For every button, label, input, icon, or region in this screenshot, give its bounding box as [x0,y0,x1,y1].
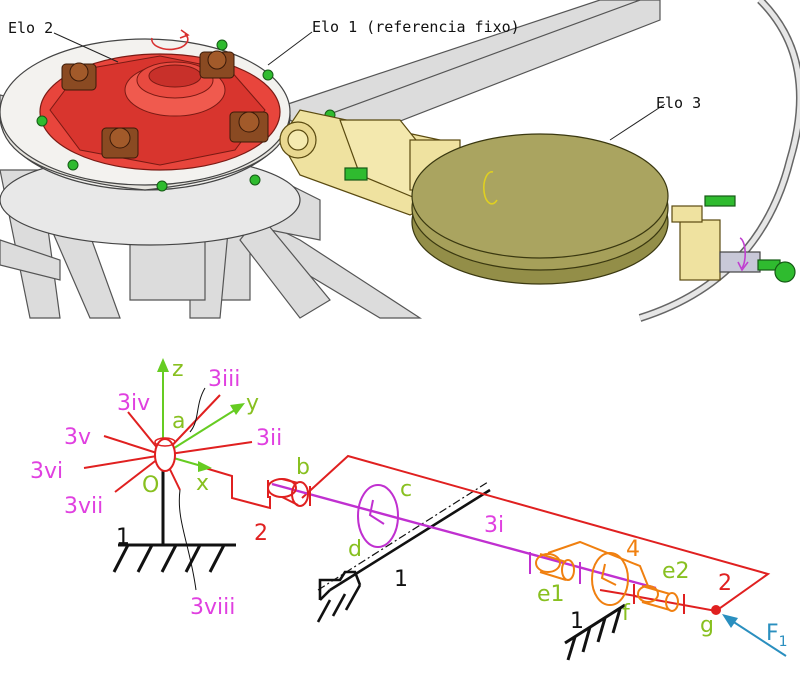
link-3-shaft [271,482,657,590]
link-2-left-label: 2 [254,521,268,546]
ray-3iii-label: 3iii [208,367,240,392]
joint-c-label: c [400,477,412,502]
ground-1-middle-label: 1 [394,567,408,592]
ray-3vii-label: 3vii [64,494,103,519]
label-elo2: Elo 2 [8,19,53,37]
joint-c [357,484,399,548]
axis-x-label: x [196,471,209,496]
ground-middle-centerline [317,481,489,591]
label-elo1: Elo 1 (referencia fixo) [312,18,520,36]
link-2 [204,454,771,613]
ray-3vi-label: 3vi [30,459,63,484]
ground-1-left-label: 1 [116,525,130,550]
sensor-rays [83,394,253,493]
force-f1-arrow [722,614,787,657]
leader-3iii [189,387,206,433]
joint-a-label: a [172,409,185,434]
force-f1-subscript: 1 [779,634,788,650]
ray-3iv-label: 3iv [117,391,150,416]
joint-b [267,478,311,507]
ground-middle [316,488,491,623]
mechanism-rendering: Elo 2 Elo 1 (referencia fixo) Elo 3 [0,0,800,322]
joint-e1 [529,552,581,584]
origin-label: O [142,473,159,498]
label-leaders [53,31,666,141]
leader-3viii [178,489,197,591]
joint-f-label: f [622,601,631,626]
force-f1-label: F1 [766,621,788,650]
ground-right [564,603,626,661]
label-elo3: Elo 3 [656,94,701,112]
kinematic-schematic: z y x O a b c d e1 e2 f g 3iii 3iv 3ii 3… [30,357,788,661]
link-3i-label: 3i [484,513,504,538]
brackets [61,50,269,159]
ray-3ii-label: 3ii [256,426,282,451]
joint-e2 [633,584,685,614]
joint-e1-label: e1 [537,582,565,607]
point-g-label: g [700,613,714,638]
joint-d-label: d [348,537,362,562]
point-g [711,605,721,615]
joint-e2-label: e2 [662,559,690,584]
output-disc [411,133,669,285]
ray-3v-label: 3v [64,425,91,450]
green-bolts [36,39,336,192]
link-4-label: 4 [626,537,640,562]
rotation-arrows [151,29,749,272]
link-2-right-label: 2 [718,571,732,596]
joint-b-label: b [296,455,310,480]
axis-y-label: y [246,391,259,416]
joint-a [154,438,176,472]
ray-3viii-label: 3viii [190,595,235,620]
ground-1-right-label: 1 [570,609,584,634]
force-f1-name: F [766,621,779,646]
link-4 [547,540,649,606]
axis-z-label: z [172,357,184,382]
ground-left [112,463,236,573]
clamp-assembly [671,195,796,283]
